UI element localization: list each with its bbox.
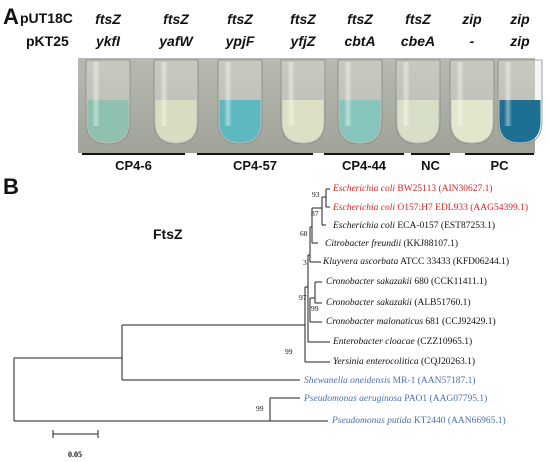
group-label: CP4-57	[233, 158, 277, 173]
taxon-strain: (KKJ88107.1)	[403, 238, 458, 249]
taxon-species: Cronobacter sakazakii	[326, 277, 412, 287]
taxon-label: Escherichia coli O157:H7 EDL933 (AAG5439…	[332, 202, 528, 213]
group-label: PC	[490, 158, 509, 173]
prey-gene-label: yafW	[158, 33, 194, 49]
bait-gene-label: zip	[461, 11, 482, 27]
prey-gene-label: yfjZ	[290, 33, 316, 49]
taxon-species: Escherichia coli	[332, 221, 395, 231]
taxon-label: Escherichia coli BW25113 (AIN30627.1)	[332, 183, 493, 194]
bait-gene-label: ftsZ	[227, 11, 253, 27]
phylogenetic-tree	[13, 188, 330, 422]
group-label: NC	[421, 158, 440, 173]
taxon-strain: ATCC 33433 (KFD06244.1)	[400, 256, 509, 267]
bootstrap-values: 93 87 68 3 97 99 99 99	[256, 190, 320, 413]
taxon-strain: 681 (CCJ92429.1)	[425, 316, 495, 327]
taxon-label: Cronobacter sakazakii 680 (CCK11411.1)	[326, 276, 487, 287]
taxon-species: Kluyvera ascorbata	[322, 257, 398, 267]
bootstrap-value: 99	[256, 404, 264, 413]
taxon-strain: (ALB51760.1)	[414, 297, 470, 308]
test-tube	[280, 59, 326, 145]
taxon-label: Escherichia coli ECA-0157 (EST87253.1)	[332, 220, 495, 231]
bait-gene-label: ftsZ	[347, 11, 373, 27]
taxon-strain: 680 (CCK11411.1)	[414, 276, 487, 287]
test-tubes	[85, 59, 543, 145]
prey-gene-label: zip	[509, 33, 530, 49]
taxon-strain: ECA-0157 (EST87253.1)	[397, 220, 495, 231]
bootstrap-value: 68	[300, 229, 308, 238]
taxon-species: Cronobacter sakazakii	[326, 298, 412, 308]
taxon-label: Pseudomonas aeruginosa PAO1 (AAG07795.1)	[303, 393, 487, 404]
scale-bar	[52, 430, 99, 438]
taxon-labels: Escherichia coli BW25113 (AIN30627.1)Esc…	[303, 183, 528, 426]
bait-gene-label: ftsZ	[290, 11, 316, 27]
bootstrap-value: 3	[303, 258, 307, 267]
taxon-species: Escherichia coli	[332, 203, 395, 213]
bait-gene-label: ftsZ	[405, 11, 431, 27]
prey-gene-label: -	[470, 33, 475, 49]
taxon-species: Pseudomonas putida	[331, 416, 412, 426]
taxon-species: Pseudomonas aeruginosa	[303, 394, 402, 404]
test-tube	[497, 59, 543, 145]
taxon-label: Enterobacter cloacae (CZZ10965.1)	[332, 336, 472, 347]
taxon-species: Escherichia coli	[332, 184, 395, 194]
taxon-species: Citrobacter freundii	[325, 238, 401, 249]
test-tube	[153, 59, 199, 145]
prey-gene-label: ykfI	[95, 33, 121, 49]
taxon-species: Enterobacter cloacae	[332, 337, 415, 347]
taxon-species: Yersinia enterocolitica	[333, 357, 419, 367]
taxon-label: Shewanella oneidensis MR-1 (AAN57187.1)	[304, 375, 476, 386]
test-tube	[337, 59, 383, 145]
bootstrap-value: 97	[299, 293, 307, 302]
test-tube	[395, 59, 441, 145]
scale-bar-label: 0.05	[68, 450, 82, 459]
prey-gene-label: cbtA	[344, 33, 375, 49]
taxon-label: Pseudomonas putida KT2440 (AAN66965.1)	[331, 415, 506, 426]
bait-gene-label: ftsZ	[95, 11, 121, 27]
test-tube	[217, 59, 263, 145]
bait-gene-label: zip	[509, 11, 530, 27]
taxon-label: Citrobacter freundii (KKJ88107.1)	[325, 238, 458, 249]
taxon-strain: BW25113 (AIN30627.1)	[397, 183, 492, 194]
group-label: CP4-44	[342, 158, 387, 173]
bootstrap-value: 87	[311, 209, 319, 218]
bootstrap-value: 99	[311, 304, 319, 313]
prey-gene-label: ypjF	[225, 33, 255, 49]
row-label-put18c: pUT18C	[20, 10, 73, 26]
panel-a-label: A	[3, 4, 19, 29]
bootstrap-value: 93	[312, 190, 320, 199]
taxon-strain: O157:H7 EDL933 (AAG54399.1)	[397, 202, 528, 213]
row-label-pkt25: pKT25	[26, 33, 69, 49]
taxon-strain: KT2440 (AAN66965.1)	[414, 415, 506, 426]
column-labels: ftsZ ykfI ftsZ yafW ftsZ ypjF ftsZ yfjZ ftsZ cbtA…	[95, 11, 530, 49]
taxon-label: Yersinia enterocolitica (CQJ20263.1)	[333, 356, 475, 367]
panel-b-label: B	[3, 174, 19, 199]
tree-title: FtsZ	[153, 226, 183, 242]
taxon-strain: (CZZ10965.1)	[417, 336, 472, 347]
bait-gene-label: ftsZ	[163, 11, 189, 27]
taxon-label: Cronobacter sakazakii (ALB51760.1)	[326, 297, 471, 308]
group-brackets: CP4-6 CP4-57 CP4-44 NC PC	[82, 153, 534, 173]
taxon-label: Kluyvera ascorbata ATCC 33433 (KFD06244.…	[322, 256, 509, 267]
prey-gene-label: cbeA	[401, 33, 435, 49]
taxon-strain: (CQJ20263.1)	[421, 356, 475, 367]
taxon-strain: PAO1 (AAG07795.1)	[404, 393, 487, 404]
test-tube	[449, 59, 495, 145]
test-tube	[85, 59, 131, 145]
taxon-species: Cronobacter malonaticus	[326, 317, 423, 327]
group-label: CP4-6	[115, 158, 152, 173]
taxon-strain: MR-1 (AAN57187.1)	[393, 375, 476, 386]
taxon-species: Shewanella oneidensis	[304, 376, 391, 386]
taxon-label: Cronobacter malonaticus 681 (CCJ92429.1)	[326, 316, 496, 327]
bootstrap-value: 99	[285, 347, 293, 356]
